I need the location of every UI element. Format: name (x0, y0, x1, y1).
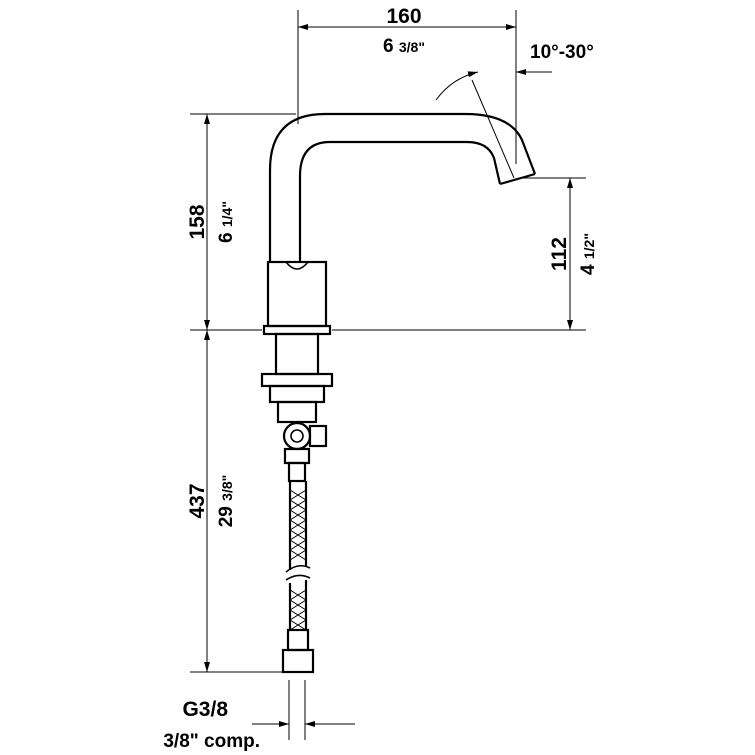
hose-length-inch-label: 29 3/8" (216, 475, 237, 528)
outlet-height-mm-label: 112 (548, 237, 571, 271)
valve-port (308, 424, 328, 448)
base-flange (262, 324, 332, 336)
braided-hose-lower (285, 574, 311, 631)
connection-thread-label: G3/8 (182, 698, 228, 721)
hose-coupling-top (283, 447, 311, 465)
mounting-nut (260, 372, 334, 388)
dimension-hose-length: 437 29 3/8" (186, 330, 282, 673)
spout-height-mm-label: 158 (186, 204, 209, 239)
valve-body (282, 421, 312, 451)
braided-hose-upper (285, 481, 311, 573)
hose-nut-top (287, 461, 307, 483)
handle-body (266, 260, 328, 328)
spout-outer-contour (268, 112, 537, 262)
angle-label: 10°-30° (530, 42, 594, 63)
dimension-width: 160 6 3/8" (297, 5, 517, 164)
faucet-body (260, 79, 537, 674)
spout-inner-contour (298, 140, 502, 262)
dimension-connection: G3/8 3/8" comp. (163, 680, 355, 752)
spout-height-inch-label: 6 1/4" (216, 201, 237, 243)
dimension-outlet-height: 112 4 1/2" (332, 177, 599, 331)
valve-housing (276, 400, 318, 424)
hose-length-mm-label: 437 (186, 483, 209, 518)
shank (274, 332, 320, 376)
hose-fitting-bottom (281, 648, 315, 674)
hose-nut-bottom (286, 628, 310, 652)
spout-angle-axis (471, 79, 515, 179)
mounting-washer (268, 384, 326, 404)
connection-note-label: 3/8" comp. (163, 731, 260, 752)
spout-tip (499, 172, 536, 186)
dimension-angle: 10°-30° (435, 42, 594, 101)
outlet-height-inch-label: 4 1/2" (578, 233, 599, 275)
width-mm-label: 160 (386, 5, 421, 28)
handle-sensor (285, 261, 309, 270)
width-inch-label: 6 3/8" (383, 36, 425, 57)
dimension-spout-height: 158 6 1/4" (186, 113, 296, 331)
valve-core (290, 429, 304, 443)
